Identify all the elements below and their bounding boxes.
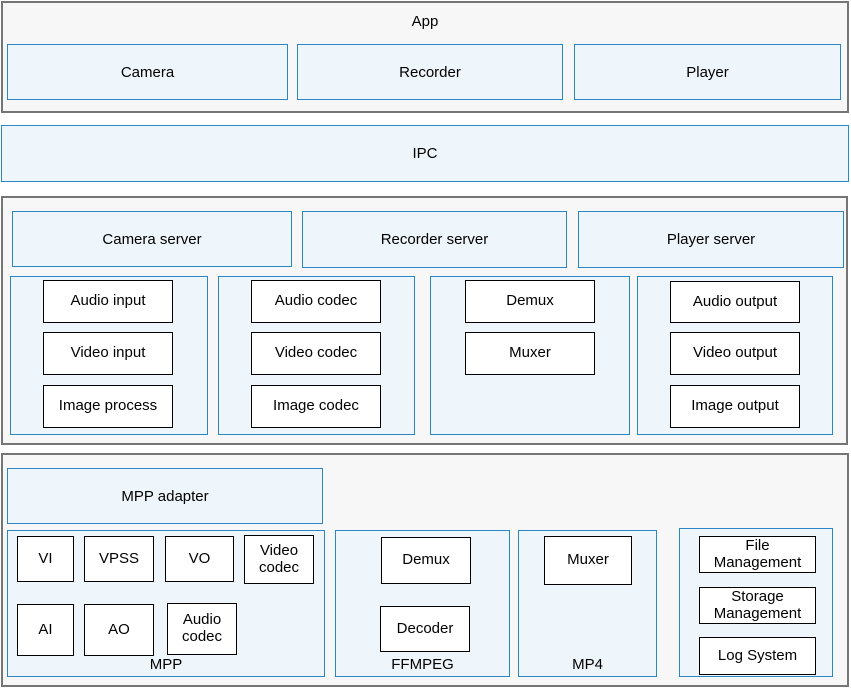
block-muxer: Muxer	[465, 332, 595, 375]
group-mpp: VI VPSS VO Video codec AI AO Audio codec…	[7, 530, 325, 677]
block-recorder: Recorder	[297, 44, 563, 100]
block-ipc: IPC	[1, 125, 849, 182]
block-vo: VO	[165, 536, 234, 582]
block-player: Player	[574, 44, 841, 100]
block-ao: AO	[84, 604, 154, 656]
block-log-system: Log System	[699, 637, 816, 675]
block-camera: Camera	[7, 44, 288, 100]
block-vpss: VPSS	[84, 536, 154, 582]
mpp-label: MPP	[149, 656, 183, 673]
block-file-management: File Management	[699, 536, 816, 573]
block-storage-management: Storage Management	[699, 587, 816, 624]
ffmpeg-label: FFMPEG	[391, 656, 454, 673]
group-mux-modules: Demux Muxer	[430, 276, 630, 435]
server-layer-panel: Camera server Recorder server Player ser…	[1, 196, 848, 445]
block-video-output: Video output	[670, 332, 800, 375]
block-demux: Demux	[465, 280, 595, 323]
block-audio-input: Audio input	[43, 280, 173, 323]
block-vi: VI	[17, 536, 74, 582]
block-mp4-muxer: Muxer	[544, 536, 632, 585]
app-layer-title: App	[411, 13, 439, 30]
block-audio-output: Audio output	[670, 281, 800, 323]
block-ffmpeg-decoder: Decoder	[380, 606, 470, 652]
platform-layer-panel: MPP adapter VI VPSS VO Video codec AI AO…	[1, 453, 849, 687]
group-mp4: Muxer MP4	[518, 530, 657, 677]
block-recorder-server: Recorder server	[302, 211, 567, 268]
block-mpp-adapter: MPP adapter	[7, 468, 323, 524]
app-layer-panel: App Camera Recorder Player	[1, 1, 849, 113]
block-ai: AI	[17, 604, 74, 656]
block-image-process: Image process	[43, 385, 173, 428]
block-audio-codec: Audio codec	[251, 280, 381, 323]
mp4-label: MP4	[572, 656, 603, 673]
block-mpp-video-codec: Video codec	[244, 535, 314, 584]
block-video-codec: Video codec	[251, 332, 381, 375]
block-camera-server: Camera server	[12, 211, 292, 267]
group-camera-modules: Audio input Video input Image process	[10, 276, 208, 435]
group-output-modules: Audio output Video output Image output	[637, 276, 833, 435]
group-ffmpeg: Demux Decoder FFMPEG	[335, 530, 510, 677]
group-codec-modules: Audio codec Video codec Image codec	[218, 276, 415, 435]
block-mpp-audio-codec: Audio codec	[167, 603, 237, 655]
block-player-server: Player server	[578, 211, 844, 268]
group-system: File Management Storage Management Log S…	[679, 528, 833, 677]
block-image-codec: Image codec	[251, 385, 381, 428]
block-video-input: Video input	[43, 332, 173, 375]
block-ffmpeg-demux: Demux	[381, 537, 471, 584]
block-image-output: Image output	[670, 385, 800, 428]
